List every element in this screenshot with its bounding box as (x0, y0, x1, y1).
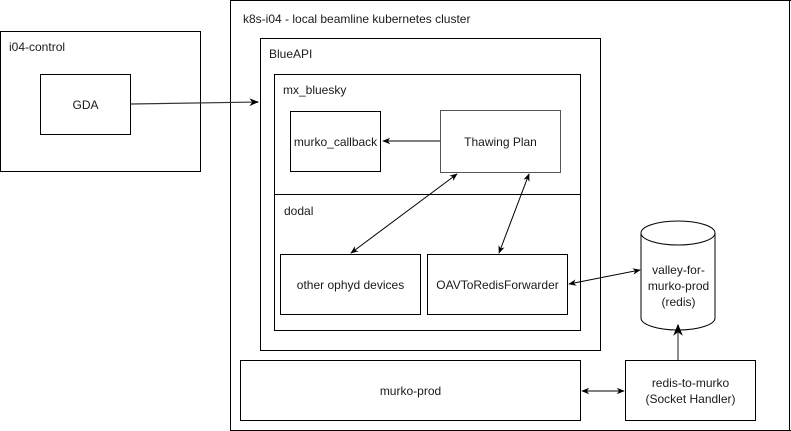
murko-callback-node[interactable]: murko_callback (290, 111, 381, 172)
redis-to-murko-node[interactable]: redis-to-murko (Socket Handler) (625, 360, 756, 421)
edge-thawing-to-forwarder (498, 173, 530, 254)
gda-label: GDA (72, 97, 99, 112)
murko-prod-node[interactable]: murko-prod (240, 360, 581, 421)
mx-bluesky-label: mx_bluesky (283, 83, 347, 97)
dodal-label: dodal (284, 204, 314, 218)
thawing-plan-label: Thawing Plan (464, 134, 537, 149)
redis-database-cylinder[interactable] (640, 220, 716, 331)
redis-to-murko-line-2: (Socket Handler) (645, 391, 736, 406)
redis-label-line-2: murko-prod (647, 279, 710, 293)
i04-control-container: i04-control (0, 31, 201, 172)
redis-to-murko-label: redis-to-murko (Socket Handler) (626, 361, 755, 420)
blueapi-container: BlueAPI (260, 38, 601, 351)
k8s-cluster-label: k8s-i04 - local beamline kubernetes clus… (243, 12, 471, 26)
murko-prod-label: murko-prod (379, 383, 442, 398)
oav-to-redis-forwarder-node[interactable]: OAVToRedisForwarder (427, 254, 568, 315)
other-ophyd-devices-label: other ophyd devices (296, 277, 405, 292)
gda-node[interactable]: GDA (40, 74, 131, 135)
redis-database-label: valley-for- murko-prod (redis) (641, 262, 716, 310)
thawing-plan-node[interactable]: Thawing Plan (440, 110, 561, 173)
edge-thawing-to-ophyd (350, 173, 458, 254)
k8s-cluster-top-border (230, 0, 791, 1)
other-ophyd-devices-node[interactable]: other ophyd devices (280, 254, 421, 315)
blueapi-label: BlueAPI (269, 47, 313, 61)
oav-to-redis-forwarder-label: OAVToRedisForwarder (436, 277, 559, 292)
redis-label-line-3: (redis) (661, 295, 696, 309)
k8s-cluster-right-border (789, 0, 790, 431)
edge-forwarder-to-redis (568, 268, 641, 286)
murko-callback-label: murko_callback (293, 134, 378, 149)
redis-to-murko-line-1: redis-to-murko (651, 375, 730, 390)
edge-gda-to-blueapi (130, 98, 259, 106)
cylinder-top (640, 220, 716, 246)
i04-control-label: i04-control (9, 40, 66, 54)
redis-label-line-1: valley-for- (652, 263, 705, 277)
